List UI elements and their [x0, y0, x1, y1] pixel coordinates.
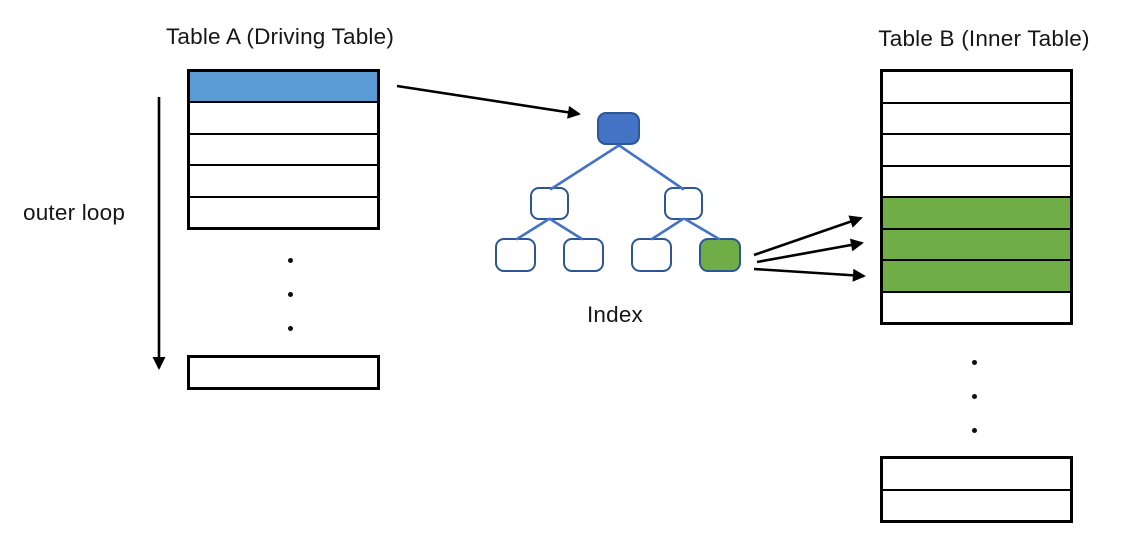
table-a-title: Table A (Driving Table) [165, 24, 395, 49]
ellipsis-dot [288, 258, 293, 263]
index-internal-node-right [664, 187, 703, 220]
arrow-index-to-row-3 [753, 267, 866, 282]
tree-edge-root-left [549, 144, 620, 191]
index-leaf-node-2 [563, 238, 604, 272]
index-leaf-node-3 [631, 238, 672, 272]
table-row-highlight-green [883, 227, 1070, 259]
index-root-node [597, 112, 640, 145]
tree-edge-right-leaf4 [683, 217, 721, 241]
table-row [883, 133, 1070, 165]
tree-edge-left-leaf1 [515, 217, 551, 241]
table-row-highlight-green [883, 259, 1070, 291]
table-row [883, 459, 1070, 489]
ellipsis-dot [972, 428, 977, 433]
table-row [883, 290, 1070, 322]
table-row-highlight-green [883, 196, 1070, 228]
table-b-ellipsis [972, 360, 977, 433]
table-row [883, 164, 1070, 196]
table-row-highlight-blue [190, 72, 377, 102]
outer-loop-label: outer loop [23, 200, 126, 225]
index-leaf-node-1 [495, 238, 536, 272]
table-row [190, 358, 377, 387]
ellipsis-dot [972, 360, 977, 365]
ellipsis-dot [288, 292, 293, 297]
tree-edge-left-leaf2 [548, 217, 584, 241]
arrow-index-to-row-1 [753, 215, 863, 257]
arrow-index-to-row-2 [756, 238, 864, 264]
tree-edge-right-leaf3 [650, 217, 685, 241]
table-a-bottom-block [187, 355, 380, 390]
table-row [190, 164, 377, 196]
table-row [883, 72, 1070, 102]
ellipsis-dot [972, 394, 977, 399]
table-a-main-block [187, 69, 380, 230]
table-row [190, 132, 377, 165]
table-a-ellipsis [288, 258, 293, 331]
table-b-main-block [880, 69, 1073, 325]
index-internal-node-left [530, 187, 569, 220]
index-leaf-node-found [699, 238, 741, 272]
ellipsis-dot [288, 326, 293, 331]
table-b-title: Table B (Inner Table) [878, 26, 1090, 51]
table-row [190, 195, 377, 228]
table-row [883, 488, 1070, 520]
table-row [883, 101, 1070, 133]
table-row [190, 101, 377, 133]
arrow-driving-row-to-index [396, 84, 581, 119]
tree-edge-root-right [618, 144, 685, 191]
table-b-bottom-block [880, 456, 1073, 523]
index-label: Index [586, 302, 644, 327]
